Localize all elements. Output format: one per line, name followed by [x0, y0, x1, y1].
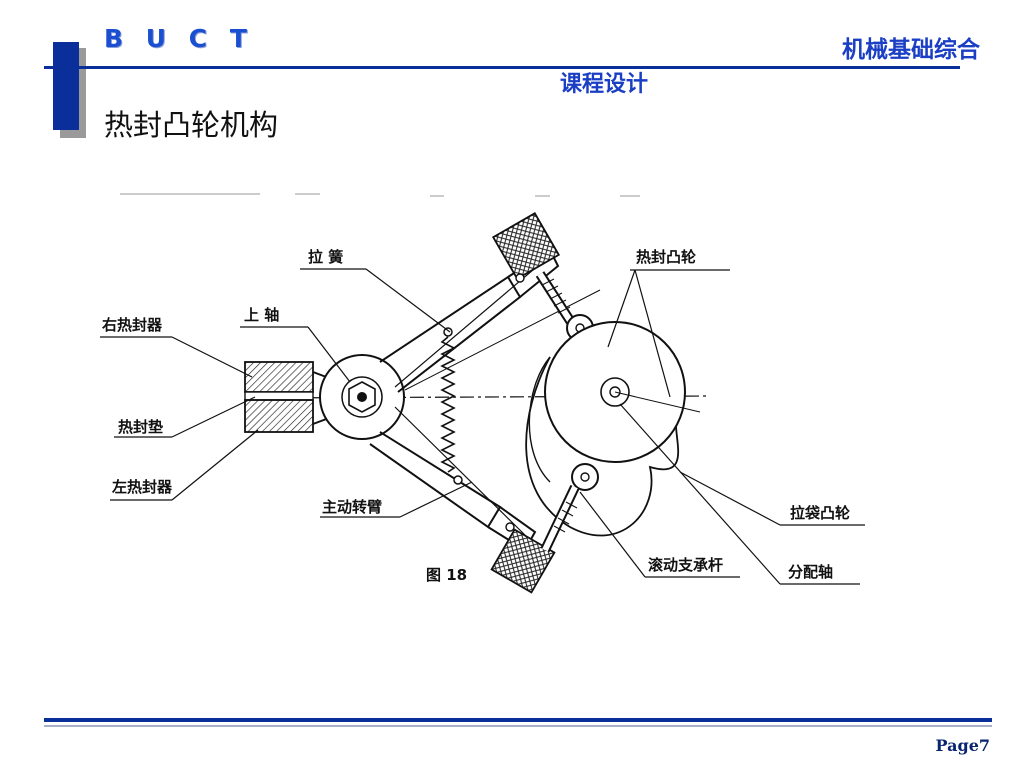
header-rule: [44, 66, 960, 69]
label-heat-seal-pad: 热封垫: [118, 418, 163, 436]
label-spring: 拉 簧: [308, 248, 343, 266]
cam-assembly: [525, 321, 701, 537]
brand-logo-text: B U C T: [104, 24, 254, 53]
header-accent-bar: [53, 42, 79, 130]
label-right-heat-sealer: 右热封器: [102, 316, 163, 334]
leader-lines: [100, 268, 865, 585]
slide-title: 热封凸轮机构: [104, 108, 279, 142]
mechanism-diagram-svg: 右热封器 热封垫 左热封器 上 轴 拉 簧 主动转臂 热封凸轮 拉袋凸轮 滚动支…: [100, 193, 865, 594]
course-title-line2: 课程设计: [560, 72, 649, 97]
label-upper-shaft: 上 轴: [244, 306, 279, 324]
heat-sealer-block: [244, 361, 346, 433]
label-rolling-support-rod: 滚动支承杆: [648, 556, 723, 574]
footer-rule: [44, 718, 992, 722]
lower-roller-rod: [540, 463, 599, 553]
mechanism-diagram: 右热封器 热封垫 左热封器 上 轴 拉 簧 主动转臂 热封凸轮 拉袋凸轮 滚动支…: [80, 182, 960, 602]
lower-gripper: [490, 522, 556, 594]
label-left-heat-sealer: 左热封器: [111, 478, 173, 496]
page-number: Page7: [935, 736, 990, 755]
label-bag-pull-cam: 拉袋凸轮: [790, 504, 850, 522]
upper-gripper: [491, 211, 561, 283]
scan-noise: [120, 193, 640, 197]
label-heat-seal-cam: 热封凸轮: [636, 248, 696, 266]
label-drive-arm: 主动转臂: [322, 498, 382, 516]
course-title-line1: 机械基础综合: [842, 37, 980, 63]
figure-caption: 图 18: [426, 566, 467, 584]
upper-shaft-hub: [319, 354, 405, 440]
footer-rule-shadow: [44, 725, 992, 727]
label-distribution-shaft: 分配轴: [788, 563, 833, 581]
tension-spring: [440, 327, 463, 485]
